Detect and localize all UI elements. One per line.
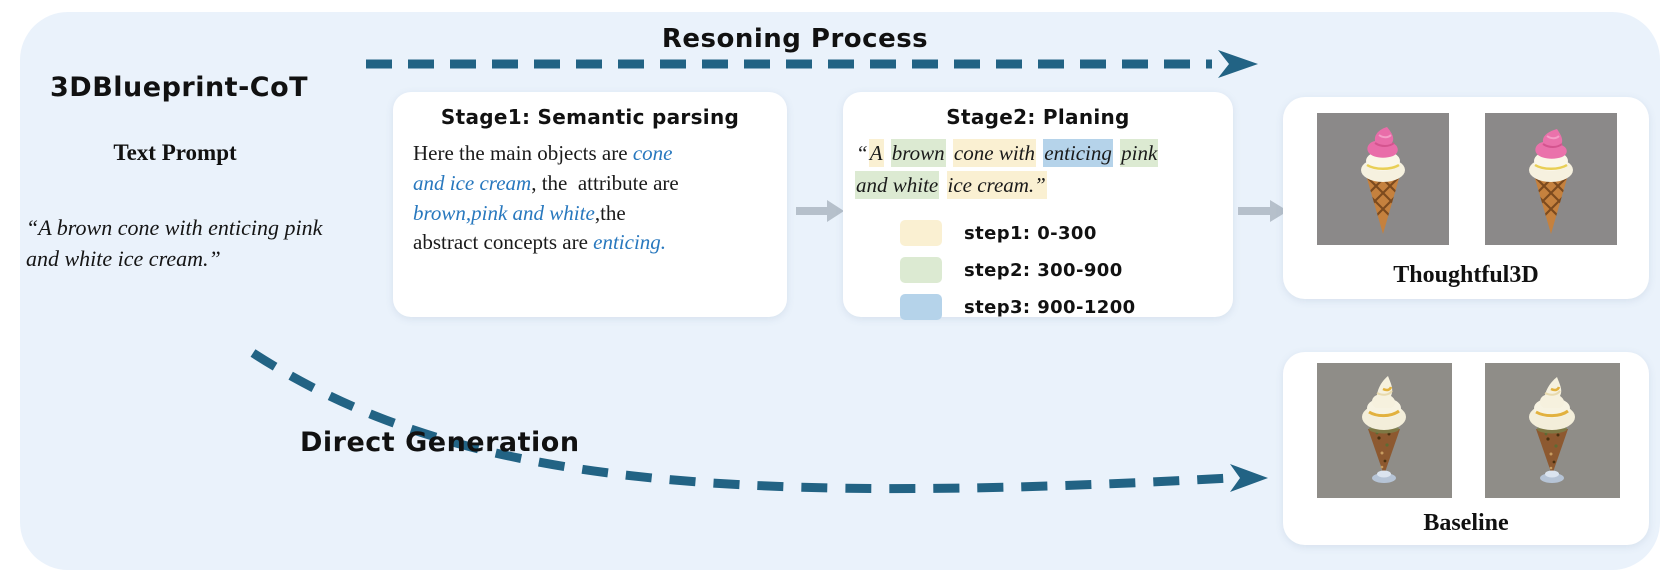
legend-swatch-step2 (900, 257, 942, 283)
legend-swatch-step1 (900, 220, 942, 246)
ice-cream-cone-image (1485, 113, 1617, 245)
text-segment (946, 139, 953, 167)
dashed-arrow-right-icon (366, 50, 1258, 78)
text-segment: and ice cream (413, 170, 532, 195)
prompt-quote-line2: and white ice cream.” (26, 246, 221, 272)
text-segment: cone (632, 141, 673, 165)
legend-swatch-step3 (900, 294, 942, 320)
vanilla-ice-cream-image (1317, 363, 1452, 498)
prompt-quote-line1: “A brown cone with enticing pink (26, 215, 323, 240)
text-segment: ,the (594, 200, 626, 225)
thoughtful3d-render-2 (1485, 113, 1617, 245)
text-segment: cone with (952, 139, 1036, 167)
text-line: and white ice cream.” (855, 170, 1225, 202)
text-line: abstract concepts are enticing. (413, 228, 773, 258)
legend-label-step2: step2: 300-900 (964, 259, 1123, 281)
baseline-render-2 (1485, 363, 1620, 498)
legend-row-step2: step2: 300-900 (900, 257, 1136, 283)
text-segment: , the attribute are (531, 170, 679, 195)
right-arrow-icon (796, 200, 844, 222)
right-arrow-icon (1238, 200, 1288, 222)
text-segment: A (868, 139, 884, 167)
prompt-quote: “A brown cone with enticing pink and whi… (26, 212, 386, 274)
text-segment: ice cream.” (946, 170, 1047, 199)
text-line: brown,pink and white,the (413, 199, 773, 229)
thoughtful3d-card: Thoughtful3D (1283, 97, 1649, 299)
stage2-title: Stage2: Planing (946, 105, 1130, 129)
legend-row-step3: step3: 900-1200 (900, 294, 1136, 320)
text-segment: abstract concepts are (413, 230, 594, 255)
stage1-title: Stage1: Semantic parsing (440, 105, 740, 129)
ice-cream-cone-image (1317, 113, 1449, 245)
text-segment (939, 171, 946, 199)
brand-title: 3DBlueprint-CoT (50, 72, 309, 103)
thoughtful3d-label: Thoughtful3D (1393, 262, 1539, 288)
legend-label-step1: step1: 0-300 (964, 222, 1097, 244)
text-line: and ice cream, the attribute are (413, 169, 773, 199)
legend-row-step1: step1: 0-300 (900, 220, 1136, 246)
text-line: “A brown cone with enticing pink (855, 138, 1225, 170)
thoughtful3d-render-1 (1317, 113, 1449, 245)
text-segment: brown,pink and white (413, 200, 595, 225)
text-prompt-heading: Text Prompt (113, 140, 237, 165)
legend-label-step3: step3: 900-1200 (964, 296, 1136, 318)
text-segment: “ (856, 141, 868, 165)
text-segment: brown (890, 139, 946, 167)
vanilla-ice-cream-image (1485, 363, 1620, 498)
baseline-label: Baseline (1423, 510, 1509, 536)
text-line: Here the main objects are cone (413, 139, 773, 169)
baseline-card: Baseline (1283, 352, 1649, 545)
direct-generation-label: Direct Generation (300, 427, 580, 458)
text-segment: enticing. (593, 230, 667, 255)
text-segment: and white (855, 170, 940, 199)
text-segment (884, 139, 891, 167)
baseline-render-1 (1317, 363, 1452, 498)
reasoning-process-label: Resoning Process (661, 24, 929, 54)
text-segment: Here the main objects are (413, 141, 633, 165)
step-legend: step1: 0-300 step2: 300-900 step3: 900-120… (900, 220, 1136, 331)
text-segment: pink (1120, 139, 1159, 167)
stage1-card: Stage1: Semantic parsing Here the main o… (393, 92, 787, 317)
stage2-card: Stage2: Planing “A brown cone with entic… (843, 92, 1233, 320)
text-segment: enticing (1043, 139, 1113, 167)
dashed-curved-arrow-right-icon (250, 349, 1268, 494)
